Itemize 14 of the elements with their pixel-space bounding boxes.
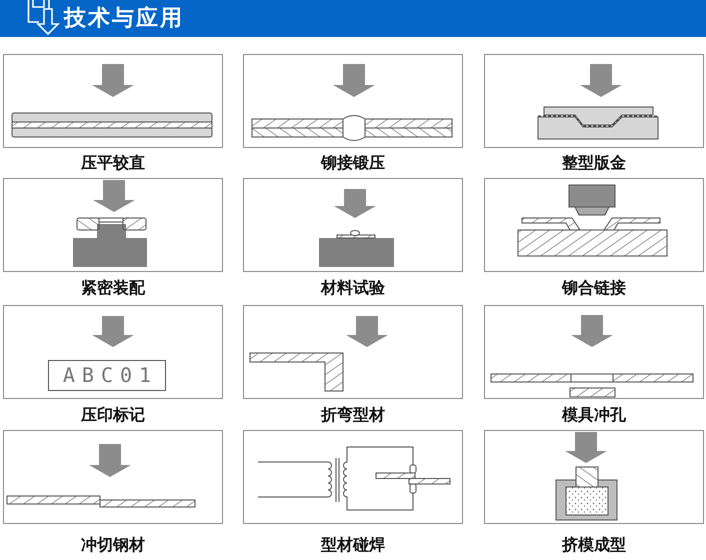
- panel-caption: 模具冲孔: [562, 405, 626, 425]
- panel-caption: 挤模成型: [562, 535, 626, 555]
- panel-caption: 冲切钢材: [81, 535, 145, 555]
- panel-caption: 型材碰焊: [321, 535, 385, 555]
- panel-caption: 折弯型材: [321, 405, 385, 425]
- panel-caption: 紧密装配: [81, 278, 145, 298]
- panel-caption: 材料试验: [321, 278, 385, 298]
- stamped-marking: ABC01: [48, 360, 166, 391]
- panel-caption: 压平较直: [81, 153, 145, 173]
- panel-caption: 压印标记: [81, 405, 145, 425]
- panel-caption: 整型版金: [562, 153, 626, 173]
- section-title: 技术与应用: [64, 5, 184, 32]
- panel-caption: 铆合链接: [562, 278, 626, 298]
- panel-caption: 铆接锻压: [321, 153, 385, 173]
